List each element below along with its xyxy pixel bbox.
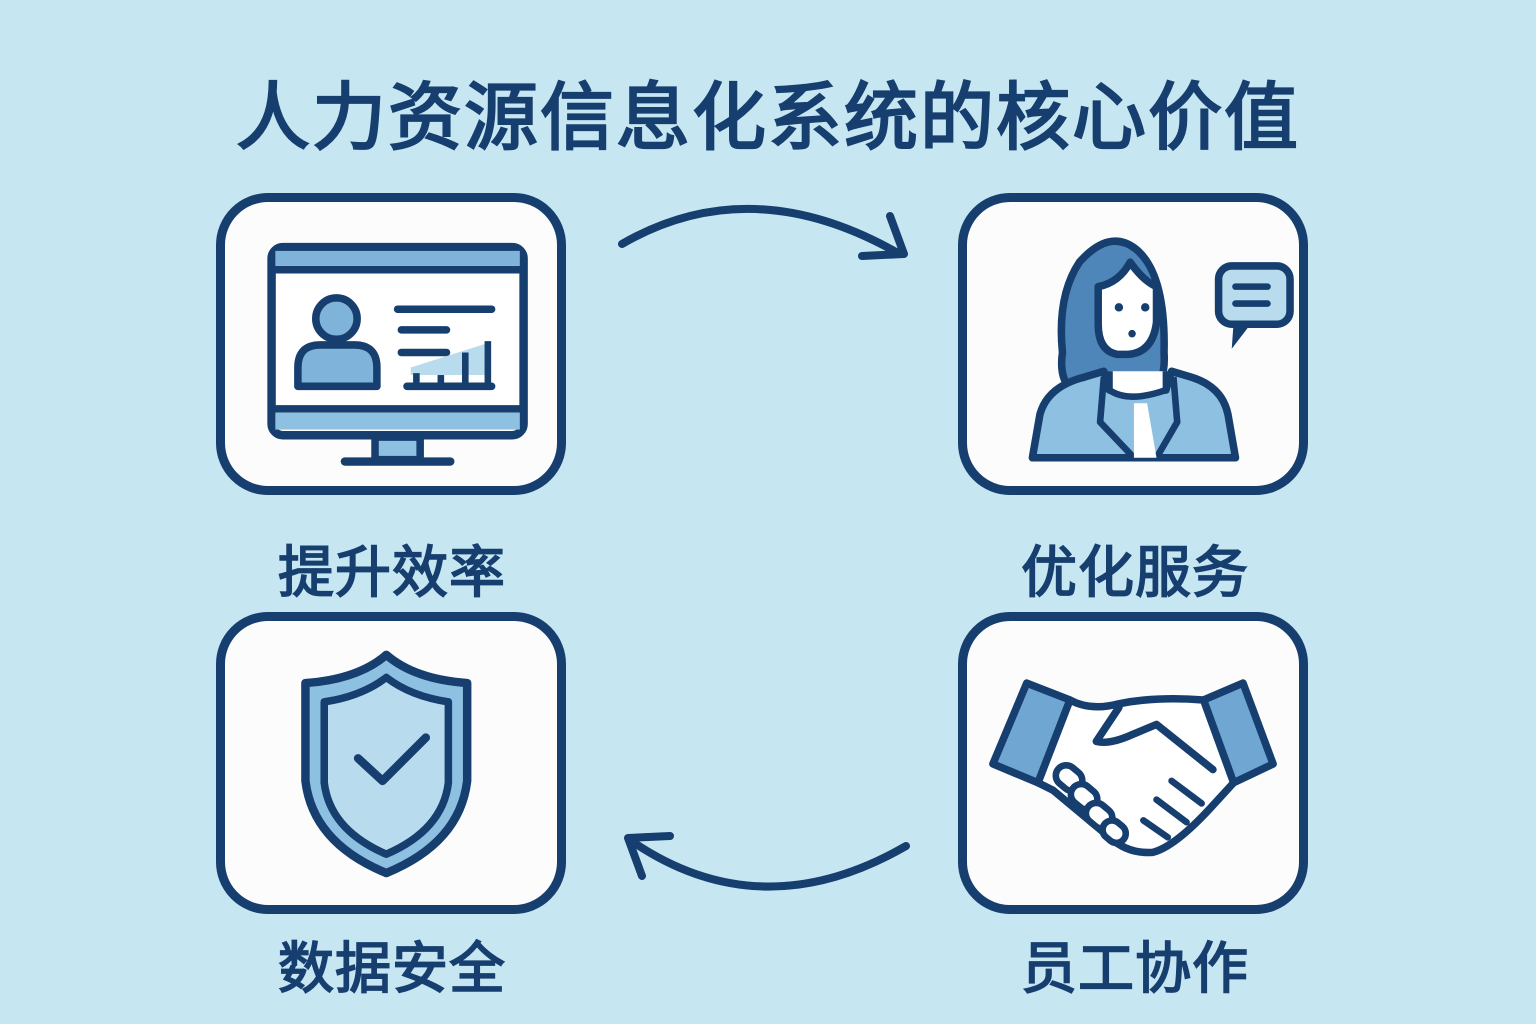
card-label-efficiency: 提升效率 [278, 541, 506, 606]
card-label-security: 数据安全 [278, 937, 506, 1002]
handshake-icon [989, 679, 1277, 857]
card-label-collaboration: 员工协作 [1021, 937, 1249, 1002]
arrow-right-icon [618, 205, 908, 260]
card-collaboration [958, 612, 1308, 914]
card-service [958, 193, 1308, 495]
shield-check-icon [301, 650, 472, 878]
card-label-service: 优化服务 [1021, 541, 1249, 606]
card-security [216, 612, 566, 914]
monitor-profile-icon [267, 242, 528, 466]
arrow-left-icon [624, 832, 910, 891]
card-efficiency [216, 193, 566, 495]
page-title: 人力资源信息化系统的核心价值 [236, 75, 1300, 161]
employee-chat-icon [1028, 237, 1294, 462]
